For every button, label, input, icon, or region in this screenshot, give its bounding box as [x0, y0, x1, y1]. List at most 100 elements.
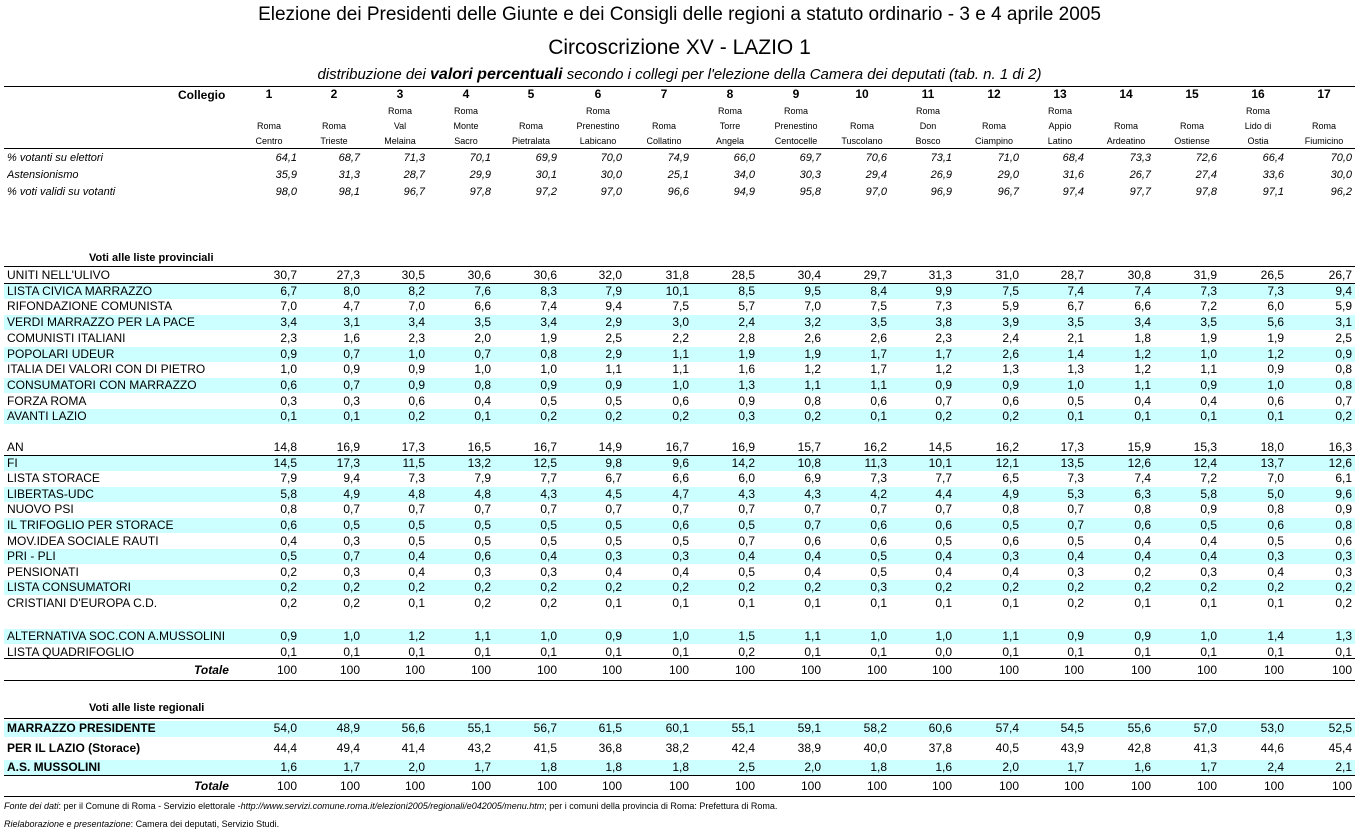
cell-value: 1,9	[1200, 330, 1217, 345]
cell-value: 10,1	[928, 455, 952, 470]
cell-value: 0,2	[605, 580, 622, 595]
column-name-line	[629, 104, 699, 119]
cell-value: 100	[931, 779, 952, 793]
column-name-line: Val	[393, 121, 407, 131]
cell-value: 0,5	[605, 518, 622, 532]
cell-value: 0,4	[540, 549, 557, 564]
cell-value: 2,3	[935, 330, 952, 345]
cell-value: 1,0	[540, 629, 557, 643]
cell-value: 0,3	[474, 564, 491, 579]
cell-value: 73,3	[1129, 152, 1151, 164]
column-number: 7	[660, 87, 668, 101]
cell-value: 2,6	[1002, 346, 1019, 361]
row-label: Totale	[194, 663, 229, 677]
cell-value: 5,9	[1002, 299, 1019, 314]
column-name-line: Roma	[915, 106, 940, 116]
cell-value: 5,7	[738, 299, 755, 314]
cell-value: 0,2	[1002, 580, 1019, 595]
column-number: 17	[1317, 87, 1331, 101]
cell-value: 0,1	[1067, 409, 1084, 424]
cell-value: 0,2	[1134, 580, 1151, 595]
cell-value: 0,7	[935, 502, 952, 517]
cell-value: 0,7	[605, 502, 622, 517]
cell-value: 1,1	[672, 362, 689, 377]
cell-value: 12,4	[1193, 455, 1217, 470]
cell-value: 100	[866, 663, 887, 677]
cell-value: 1,0	[343, 629, 360, 643]
cell-value: 1,8	[1134, 330, 1151, 345]
row-label: LIBERTAS-UDC	[7, 486, 94, 501]
cell-value: 1,7	[1067, 760, 1084, 774]
cell-value: 0,4	[1200, 393, 1217, 408]
row-label: FI	[7, 455, 18, 470]
cell-value: 7,7	[540, 471, 557, 486]
cell-value: 96,2	[1330, 186, 1352, 198]
cell-value: 0,7	[738, 502, 755, 517]
cell-value: 30,8	[1127, 268, 1151, 282]
cell-value: 8,4	[870, 283, 887, 298]
cell-value: 0,8	[1134, 502, 1151, 517]
footer-source-url[interactable]: http://www.servizi.comune.roma.it/elezio…	[240, 801, 545, 811]
row-label: MOV.IDEA SOCIALE RAUTI	[7, 533, 159, 548]
cell-value: 0,3	[870, 580, 887, 595]
cell-value: 0,2	[1067, 580, 1084, 595]
cell-value: 0,4	[408, 549, 425, 564]
cell-value: 2,4	[1267, 760, 1284, 774]
header-top-rule	[4, 86, 1355, 87]
cell-value: 31,6	[1062, 169, 1084, 181]
cell-value: 100	[1130, 663, 1151, 677]
caption-pre: distribuzione dei	[317, 66, 426, 83]
cell-value: 2,4	[1002, 330, 1019, 345]
cell-value: 13,7	[1260, 455, 1284, 470]
cell-value: 9,8	[605, 455, 622, 470]
cell-value: 9,9	[935, 283, 952, 298]
cell-value: 7,3	[1267, 283, 1284, 298]
cell-value: 7,3	[408, 471, 425, 486]
cell-value: 35,9	[275, 169, 297, 181]
cell-value: 0,5	[1067, 393, 1084, 408]
cell-value: 0,1	[1200, 596, 1217, 610]
cell-value: 0,8	[540, 346, 557, 361]
cell-value: 59,1	[797, 721, 821, 735]
cell-value: 2,6	[870, 330, 887, 345]
cell-value: 2,5	[738, 760, 755, 774]
cell-value: 100	[276, 779, 297, 793]
cell-value: 0,1	[1267, 596, 1284, 610]
cell-value: 0,2	[408, 580, 425, 595]
cell-value: 1,0	[935, 629, 952, 643]
cell-value: 0,2	[280, 596, 297, 610]
row-label: AN	[7, 440, 24, 454]
cell-value: 0,6	[672, 518, 689, 532]
cell-value: 0,5	[870, 549, 887, 564]
column-name-line: Appio	[1048, 121, 1072, 131]
cell-value: 0,1	[672, 596, 689, 610]
cell-value: 55,1	[467, 721, 491, 735]
cell-value: 41,4	[401, 741, 425, 755]
column-name-line: Roma	[1311, 121, 1336, 131]
cell-value: 38,9	[797, 741, 821, 755]
row-label: ITALIA DEI VALORI CON DI PIETRO	[7, 362, 206, 377]
cell-value: 0,9	[1200, 502, 1217, 517]
cell-value: 1,9	[540, 330, 557, 345]
cell-value: 3,4	[540, 315, 557, 330]
cell-value: 16,7	[665, 440, 689, 454]
cell-value: 7,3	[935, 299, 952, 314]
cell-value: 0,1	[605, 596, 622, 610]
cell-value: 0,1	[1335, 645, 1352, 659]
cell-value: 0,8	[280, 502, 297, 517]
cell-value: 1,7	[343, 760, 360, 774]
cell-value: 0,9	[1002, 377, 1019, 392]
cell-value: 29,7	[863, 268, 887, 282]
column-name-line: Angela	[715, 136, 745, 146]
cell-value: 0,9	[1335, 346, 1352, 361]
cell-value: 0,6	[935, 518, 952, 532]
cell-value: 0,1	[738, 596, 755, 610]
cell-value: 1,1	[804, 377, 821, 392]
provincial-top-rule	[4, 266, 1355, 267]
column-number: 16	[1251, 87, 1265, 101]
cell-value: 68,7	[338, 152, 360, 164]
